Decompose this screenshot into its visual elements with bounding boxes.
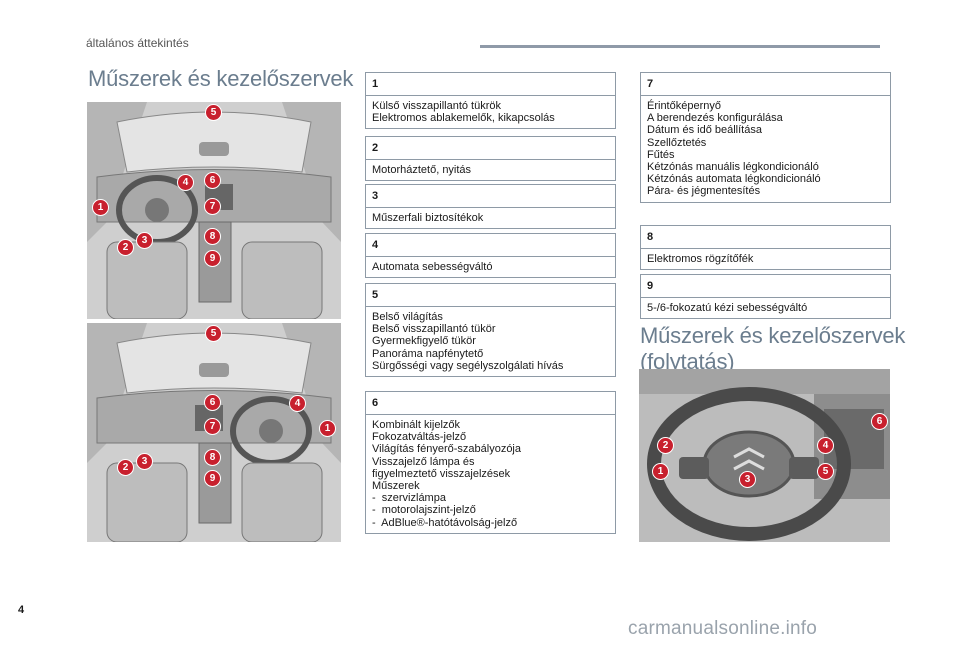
callout-7: 7 [204,418,221,435]
watermark: carmanualsonline.info [628,618,818,639]
callout-9: 9 [204,470,221,487]
section-header: általános áttekintés [86,36,189,50]
legend-line: Motorháztető, nyitás [372,164,472,176]
legend-line: figyelmeztető visszajelzések [372,467,511,480]
legend-line: A berendezés konfigurálása [647,112,783,125]
callout-1: 1 [319,420,336,437]
legend-line: Sürgősségi vagy segélyszolgálati hívás [372,359,564,372]
page-title: Műszerek és kezelőszervek [88,66,354,91]
legend-line: Világítás fényerő-szabályozója [372,443,521,456]
page-number: 4 [18,604,25,616]
legend-box-number: 7 [641,73,890,96]
legend-line: Fokozatváltás-jelző [372,431,467,444]
legend-box-2: 2 Motorháztető, nyitás [365,136,616,182]
callout-7: 7 [204,198,221,215]
callout-3: 3 [136,232,153,249]
callout-3: 3 [739,471,756,488]
callout-4: 4 [817,437,834,454]
legend-line: Érintőképernyő [647,100,721,112]
legend-line: 5-/6-fokozatú kézi sebességváltó [647,302,808,314]
legend-line: Műszerek [372,480,420,493]
legend-box-number: 3 [366,185,615,208]
legend-line: Kétzónás manuális légkondicionáló [647,161,819,174]
callout-4: 4 [177,174,194,191]
callout-2: 2 [657,437,674,454]
callout-5: 5 [817,463,834,480]
legend-line: - motorolajszint-jelző [372,504,476,517]
legend-line: Külső visszapillantó tükrök [372,100,502,112]
callout-9: 9 [204,250,221,267]
legend-line: - AdBlue®-hatótávolság-jelző [372,516,518,529]
callout-3: 3 [136,453,153,470]
legend-box-number: 1 [366,73,615,96]
legend-line: Gyermekfigyelő tükör [372,335,476,348]
legend-line: Dátum és idő beállítása [647,124,762,137]
legend-line: Belső világítás [372,311,443,323]
callout-6: 6 [204,172,221,189]
continued-title-line1: Műszerek és kezelőszervek [640,323,906,348]
legend-box-8: 8 Elektromos rögzítőfék [640,225,891,271]
legend-box-1: 1 Külső visszapillantó tükrök Elektromos… [365,72,616,130]
callout-4: 4 [289,395,306,412]
legend-box-number: 8 [641,226,890,249]
legend-box-6: 6 Kombinált kijelzők Fokozatváltás-jelző… [365,391,616,534]
legend-line: Kétzónás automata légkondicionáló [647,173,821,186]
legend-box-7: 7 Érintőképernyő A berendezés konfigurál… [640,72,891,203]
legend-box-9: 9 5-/6-fokozatú kézi sebességváltó [640,274,891,320]
legend-line: Elektromos rögzítőfék [647,253,754,265]
legend-line: Elektromos ablakemelők, kikapcsolás [372,112,555,125]
callout-5: 5 [205,104,222,121]
legend-box-5: 5 Belső világítás Belső visszapillantó t… [365,283,616,378]
legend-box-number: 6 [366,392,615,415]
legend-line: Automata sebességváltó [372,261,493,273]
legend-line: Kombinált kijelzők [372,419,461,431]
callout-1: 1 [92,199,109,216]
steering-wheel-photo: 6 2 4 5 1 3 [639,369,890,542]
callout-8: 8 [204,449,221,466]
legend-line: Pára- és jégmentesítés [647,185,761,198]
legend-box-number: 2 [366,137,615,160]
legend-line: Műszerfali biztosítékok [372,212,484,224]
continued-title: Műszerek és kezelőszervek (folytatás) [640,323,905,375]
legend-line: Panoráma napfénytető [372,347,484,360]
legend-box-4: 4 Automata sebességváltó [365,233,616,279]
legend-line: - szervizlámpa [372,492,446,505]
callout-2: 2 [117,459,134,476]
legend-box-3: 3 Műszerfali biztosítékok [365,184,616,230]
header-rule [480,45,880,48]
legend-line: Fűtés [647,148,675,161]
legend-line: Szellőztetés [647,136,707,149]
callout-5: 5 [205,325,222,342]
legend-box-number: 5 [366,284,615,307]
callout-6: 6 [871,413,888,430]
callout-2: 2 [117,239,134,256]
callout-6: 6 [204,394,221,411]
dashboard-photo-rhd: 5 6 4 1 7 8 3 2 9 [87,323,341,542]
callout-1: 1 [652,463,669,480]
legend-box-number: 4 [366,234,615,257]
legend-line: Visszajelző lámpa és [372,455,475,468]
legend-box-number: 9 [641,275,890,298]
dashboard-photo-lhd: 5 4 6 1 7 8 3 2 9 [87,102,341,319]
callout-8: 8 [204,228,221,245]
legend-line: Belső visszapillantó tükör [372,323,496,336]
